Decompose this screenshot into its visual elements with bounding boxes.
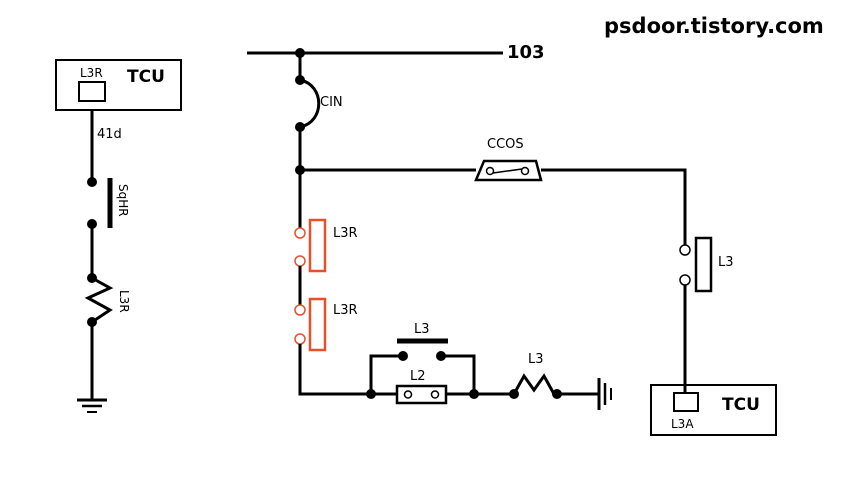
l2-contact-dot-right — [430, 390, 440, 399]
right-tcu-box — [650, 384, 777, 436]
bus-103-label: 103 — [507, 42, 545, 63]
l3r-lower-label: L3R — [333, 303, 358, 318]
l3-coil-label: L3 — [528, 352, 544, 367]
left-tcu-box — [55, 59, 182, 111]
left-tcu-contact — [78, 81, 106, 102]
l3r-lower-dot-bottom — [294, 333, 306, 345]
l3r-lower-contact — [308, 297, 327, 352]
wire-upper-branch-left — [369, 354, 403, 394]
l3r-upper-dot-bottom — [294, 255, 306, 267]
wire-ccos-right — [541, 168, 687, 246]
fuse-cin-label: CIN — [320, 95, 343, 110]
left-tcu-contact-label: L3R — [80, 66, 103, 80]
l3-switch-label: L3 — [414, 322, 430, 337]
left-tcu-title: TCU — [127, 67, 165, 87]
l3r-upper-contact — [308, 218, 327, 273]
right-tcu-title: TCU — [722, 395, 760, 415]
fuse-cin-icon — [299, 78, 321, 129]
left-circuit: TCU L3R 41d SqHR L3R — [55, 59, 182, 413]
main-circuit: 103 CIN CCOS L3 TCU L3A L3R — [247, 42, 777, 436]
l2-contact-label: L2 — [410, 369, 426, 384]
wire-bottom-main — [298, 344, 371, 396]
l3-switch-dot-left — [398, 351, 408, 361]
right-tcu-contact — [673, 392, 699, 412]
right-contact-dot-bottom — [679, 274, 691, 286]
left-coil-label: L3R — [117, 290, 131, 313]
right-contact-dot-top — [679, 244, 691, 256]
wire-upper-branch-right — [441, 354, 476, 394]
right-contact-l3 — [694, 236, 713, 293]
l3-switch-dot-right — [436, 351, 446, 361]
l3r-lower-dot-top — [294, 304, 306, 316]
ccos-label: CCOS — [487, 137, 524, 152]
ccos-contact-right — [520, 166, 530, 176]
left-switch-dot-top — [87, 177, 97, 187]
l3r-upper-dot-top — [294, 227, 306, 239]
watermark: psdoor.tistory.com — [604, 14, 824, 38]
right-ground-icon — [597, 378, 612, 410]
right-contact-label: L3 — [718, 255, 734, 270]
ccos-bridge — [492, 168, 523, 174]
right-tcu-contact-label: L3A — [671, 417, 694, 431]
left-ground-icon — [77, 398, 107, 413]
l2-contact-dot-left — [403, 390, 413, 399]
left-switch-label: SqHR — [116, 184, 130, 217]
l3r-upper-label: L3R — [333, 226, 358, 241]
left-coil-zigzag — [84, 276, 114, 324]
left-wire-label: 41d — [97, 127, 122, 142]
ccos-contact-left — [485, 166, 495, 176]
l3-coil-zigzag — [512, 373, 556, 395]
